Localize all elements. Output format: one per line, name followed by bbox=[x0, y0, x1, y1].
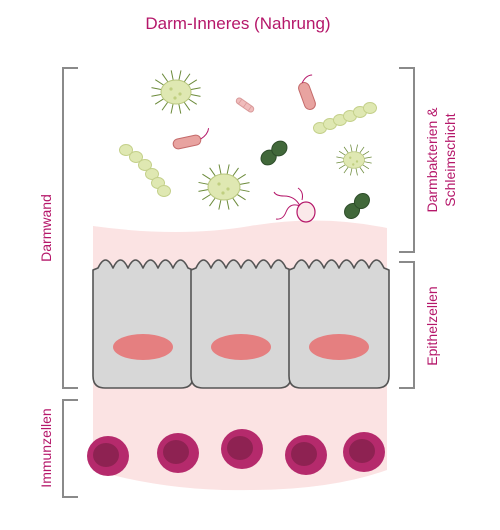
epithelial-cell bbox=[92, 259, 194, 389]
immunzellen-label: Immunzellen bbox=[38, 408, 54, 487]
darmwand-label: Darmwand bbox=[38, 194, 54, 262]
chain-bacterium bbox=[313, 102, 377, 134]
darmbakterien-label-line2: Schleimschicht bbox=[442, 113, 458, 206]
epithelial-cell bbox=[190, 259, 292, 389]
immunzellen-bracket bbox=[62, 399, 78, 498]
diagram-title: Darm-Inneres (Nahrung) bbox=[145, 14, 330, 33]
cell-nucleus bbox=[211, 334, 271, 360]
immune-cell bbox=[343, 432, 385, 472]
rod-bacterium bbox=[172, 128, 210, 150]
flagellated-bacterium bbox=[273, 187, 316, 223]
rod-bacterium-small bbox=[235, 97, 255, 113]
rod-bacterium bbox=[298, 74, 316, 110]
epithelial-cell bbox=[288, 259, 390, 389]
immune-cells bbox=[87, 429, 385, 476]
cell-nucleus bbox=[309, 334, 369, 360]
spiky-bacterium bbox=[336, 144, 372, 176]
diplococcus-bacterium bbox=[344, 193, 370, 219]
cell-nucleus bbox=[113, 334, 173, 360]
immune-cell bbox=[87, 436, 129, 476]
chain-bacterium bbox=[119, 144, 171, 197]
immune-cell bbox=[285, 435, 327, 475]
darmbakterien-bracket bbox=[399, 67, 415, 253]
epithelial-cells bbox=[92, 259, 390, 389]
bacteria-group bbox=[119, 70, 377, 223]
immune-cell bbox=[157, 433, 199, 473]
spiky-bacterium bbox=[198, 164, 250, 210]
diplococcus-bacterium bbox=[260, 140, 288, 166]
immune-cell bbox=[221, 429, 263, 469]
darmwand-bracket bbox=[62, 67, 78, 389]
epithelzellen-bracket bbox=[399, 261, 415, 389]
darmbakterien-label-line1: Darmbakterien & bbox=[424, 107, 440, 213]
epithelzellen-label: Epithelzellen bbox=[424, 286, 440, 365]
spiky-bacterium bbox=[151, 70, 201, 114]
